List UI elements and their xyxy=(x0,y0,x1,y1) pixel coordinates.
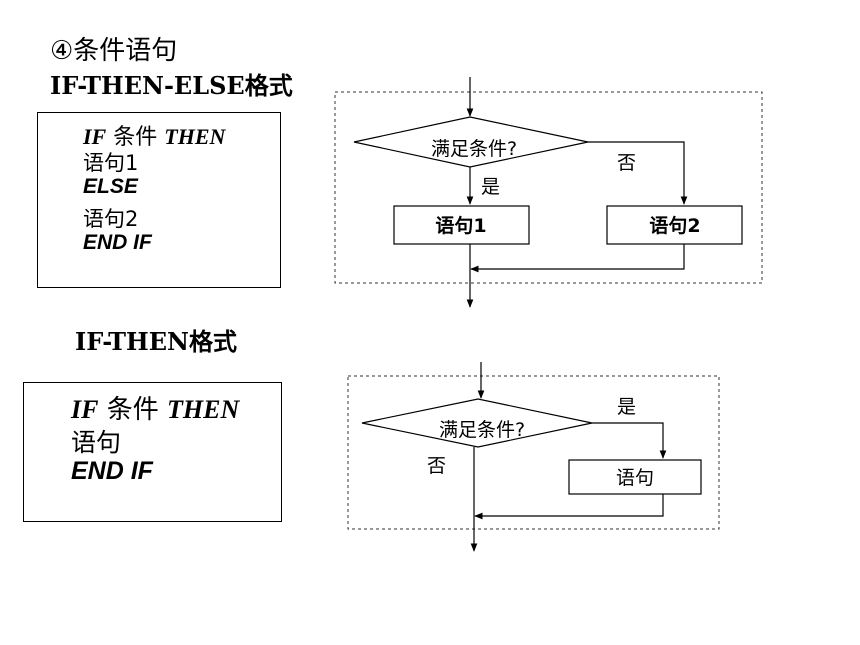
decision-label: 满足条件? xyxy=(439,419,525,441)
code-line-stmt: 语句 xyxy=(71,428,122,457)
statement-label: 语句 xyxy=(616,467,654,489)
keyword-end-if: END IF xyxy=(83,231,152,254)
no-arrow xyxy=(588,141,688,205)
code-line-stmt2: 语句2 xyxy=(83,207,139,231)
code-condition: 条件 xyxy=(113,125,158,150)
code-line-if: IF 条件 THEN xyxy=(83,119,225,151)
flowchart-if-then-else: 满足条件? 是 否 语句1 语句2 xyxy=(334,77,763,308)
code-condition: 条件 xyxy=(106,395,159,425)
keyword-then: THEN xyxy=(164,124,226,149)
no-label: 否 xyxy=(617,152,636,174)
keyword-else: ELSE xyxy=(83,175,138,198)
code-line-stmt1: 语句1 xyxy=(83,151,139,175)
slide-title: ④条件语句 xyxy=(50,36,178,66)
keyword-if: IF xyxy=(71,395,99,424)
yes-arrow xyxy=(592,422,667,459)
merge-arrow xyxy=(470,244,685,273)
section-heading-if-then-else: IF-THEN-ELSE格式 xyxy=(50,71,293,100)
merge-arrow xyxy=(474,494,664,520)
statement-box xyxy=(568,459,702,495)
keyword-end-if: END IF xyxy=(71,457,153,485)
no-label: 否 xyxy=(427,455,446,477)
keyword-then: THEN xyxy=(167,395,240,424)
code-box-if-then-else: IF 条件 THEN 语句1 ELSE 语句2 END IF xyxy=(37,112,281,288)
statement1-label: 语句1 xyxy=(435,214,486,237)
keyword-if: IF xyxy=(83,124,107,149)
yes-label: 是 xyxy=(481,176,500,198)
flowchart-if-then: 满足条件? 是 否 语句 xyxy=(347,362,720,552)
code-box-if-then: IF 条件 THEN 语句 END IF xyxy=(23,382,282,522)
statement1-box xyxy=(393,205,530,245)
decision-label: 满足条件? xyxy=(431,138,517,160)
yes-label: 是 xyxy=(617,396,636,418)
statement2-label: 语句2 xyxy=(649,214,700,237)
code-line-if: IF 条件 THEN xyxy=(71,389,239,426)
section-heading-if-then: IF-THEN格式 xyxy=(75,327,237,356)
dashed-frame xyxy=(347,375,720,530)
dashed-frame xyxy=(334,91,763,284)
statement2-box xyxy=(606,205,743,245)
